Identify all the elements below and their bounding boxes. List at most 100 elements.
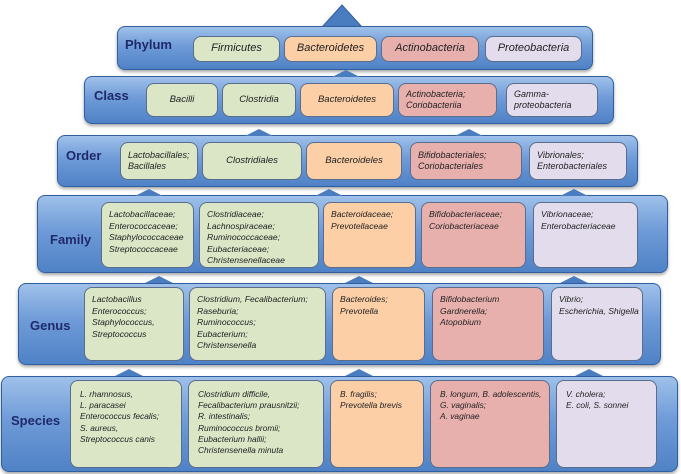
species-box-3: B. fragilis;Prevotella brevis: [330, 380, 424, 468]
tier-label-phylum: Phylum: [125, 37, 172, 52]
class-box-text: Clostridia: [239, 94, 279, 105]
taxon-line: Christensenella: [197, 340, 257, 350]
genus-box-text: Bacteroides;Prevotella: [340, 294, 424, 317]
taxon-line: Escherichia, Shigella: [559, 305, 639, 316]
taxon-line: Raseburia;: [197, 305, 239, 316]
class-box-text: Bacteroidetes: [318, 94, 376, 105]
family-box-3: Bacteroidaceae;Prevotellaceae: [323, 202, 416, 268]
taxon-line: Ruminococcaceae;: [207, 232, 281, 242]
taxon-line: Streptococcaceae: [109, 243, 178, 254]
tier-label-family: Family: [50, 232, 92, 247]
taxon-line: Lachnospiraceae;: [207, 220, 275, 231]
taxon-line: Lactobacillaceae;: [109, 209, 176, 219]
taxon-line: Streptococcus canis: [80, 433, 155, 444]
taxon-line: Coriobacteriaceae: [429, 220, 499, 231]
order-box-4: Bifidobacteriales;Coriobacteriales: [410, 142, 522, 180]
genus-box-5: Vibrio;Escherichia, Shigella: [551, 287, 643, 361]
taxon-line: Prevotellaceae: [331, 220, 388, 231]
taxon-line: Staphylococcus,: [92, 317, 155, 327]
taxon-line: Vibrio;: [559, 294, 584, 304]
phylum-box-text: Bacteroidetes: [297, 42, 364, 55]
taxon-line: Clostridia: [239, 94, 279, 106]
taxon-line: Lactobacillus: [92, 294, 142, 304]
taxon-line: Lactobacillales;: [128, 149, 190, 160]
order-box-1: Lactobacillales;Bacillales: [120, 142, 198, 180]
tier-connector-5-1: [115, 369, 143, 376]
tier-connector-4-1: [145, 276, 173, 283]
genus-box-2: Clostridium, Fecalibacterium;Raseburia;R…: [189, 287, 326, 361]
tier-connector-1-1: [332, 70, 360, 77]
species-box-4: B. longum, B. adolescentis,G. vaginalis;…: [430, 380, 550, 468]
phylum-box-3: Actinobacteria: [381, 36, 479, 62]
taxon-line: B. longum, B. adolescentis,: [440, 389, 542, 399]
taxon-line: L. paracasei: [80, 400, 126, 411]
phylum-box-4: Proteobacteria: [485, 36, 582, 62]
tier-label-class: Class: [94, 88, 129, 103]
taxon-line: V. cholera;: [566, 389, 606, 399]
taxon-line: Enterobacteriaceae: [541, 220, 616, 231]
taxon-line: Firmicutes: [211, 42, 262, 55]
taxon-line: Bifidobacterium: [440, 294, 500, 304]
class-box-text: Bacilli: [170, 94, 195, 105]
class-box-5: Gamma-proteobacteria: [506, 83, 598, 117]
taxon-line: Prevotella: [340, 305, 379, 316]
class-box-text: Actinobacteria;Coriobacteriia: [406, 89, 466, 112]
species-box-text: B. fragilis;Prevotella brevis: [340, 389, 423, 411]
taxon-line: Bacteroideles: [325, 155, 383, 167]
tier-label-order: Order: [66, 148, 102, 163]
family-box-4: Bifidobacteriaceae;Coriobacteriaceae: [421, 202, 526, 268]
taxon-line: S. aureus,: [80, 422, 119, 433]
taxon-line: Gardnerella;: [440, 305, 488, 316]
order-box-text: Bacteroideles: [325, 155, 383, 166]
taxon-line: Prevotella brevis: [340, 400, 402, 411]
taxon-line: Clostridiaceae;: [207, 209, 264, 219]
phylum-box-text: Proteobacteria: [498, 42, 570, 55]
taxon-line: Proteobacteria: [497, 42, 570, 55]
tier-connector-2-1: [245, 129, 273, 136]
species-box-5: V. cholera;E. coli, S. sonnei: [556, 380, 657, 468]
taxon-line: Coriobacteriia: [406, 100, 462, 110]
taxon-line: Bacillales: [128, 161, 167, 171]
order-box-3: Bacteroideles: [306, 142, 402, 180]
taxon-line: G. vaginalis;: [440, 400, 487, 411]
taxon-line: Eubacteriaceae;: [207, 243, 270, 254]
taxon-line: Ruminococcus;: [197, 317, 256, 327]
taxon-line: Bacteroidetes: [296, 42, 365, 55]
family-box-text: Lactobacillaceae;Enterococcaceae;Staphyl…: [109, 209, 193, 255]
order-box-2: Clostridiales: [202, 142, 302, 180]
family-box-text: Clostridiaceae;Lachnospiraceae;Ruminococ…: [207, 209, 318, 267]
class-box-3: Bacteroidetes: [300, 83, 394, 117]
family-box-5: Vibrionaceae;Enterobacteriaceae: [533, 202, 638, 268]
tier-connector-3-2: [315, 189, 343, 196]
taxon-line: Clostridium difficile,: [198, 389, 271, 399]
class-box-1: Bacilli: [146, 83, 218, 117]
genus-box-text: Vibrio;Escherichia, Shigella: [559, 294, 642, 317]
species-box-text: V. cholera;E. coli, S. sonnei: [566, 389, 656, 411]
class-box-4: Actinobacteria;Coriobacteriia: [398, 83, 497, 117]
taxon-line: R. intestinalis;: [198, 411, 251, 422]
apex-triangle: [320, 4, 364, 28]
class-box-text: Gamma-proteobacteria: [514, 89, 572, 112]
phylum-box-text: Firmicutes: [211, 42, 262, 55]
taxon-line: Clostridiales: [226, 155, 278, 167]
order-box-5: Vibrionales;Enterobacteriales: [529, 142, 627, 180]
taxon-line: Eubacterium;: [197, 328, 248, 339]
taxon-line: Gamma-: [514, 88, 550, 99]
family-box-text: Bacteroidaceae;Prevotellaceae: [331, 209, 415, 232]
taxon-line: Bifidobacteriaceae;: [429, 209, 503, 219]
phylum-box-1: Firmicutes: [193, 36, 280, 62]
taxon-line: Bacteroides;: [340, 294, 388, 304]
taxon-line: L. rhamnosus,: [80, 389, 134, 399]
order-box-text: Vibrionales;Enterobacteriales: [537, 150, 607, 173]
taxon-line: Actinobacteria: [395, 42, 465, 55]
phylum-box-text: Actinobacteria: [395, 42, 465, 55]
species-box-text: Clostridium difficile,Fecalibacterium pr…: [198, 389, 323, 456]
tier-connector-4-3: [560, 276, 588, 283]
taxon-line: A. vaginae: [440, 411, 480, 422]
